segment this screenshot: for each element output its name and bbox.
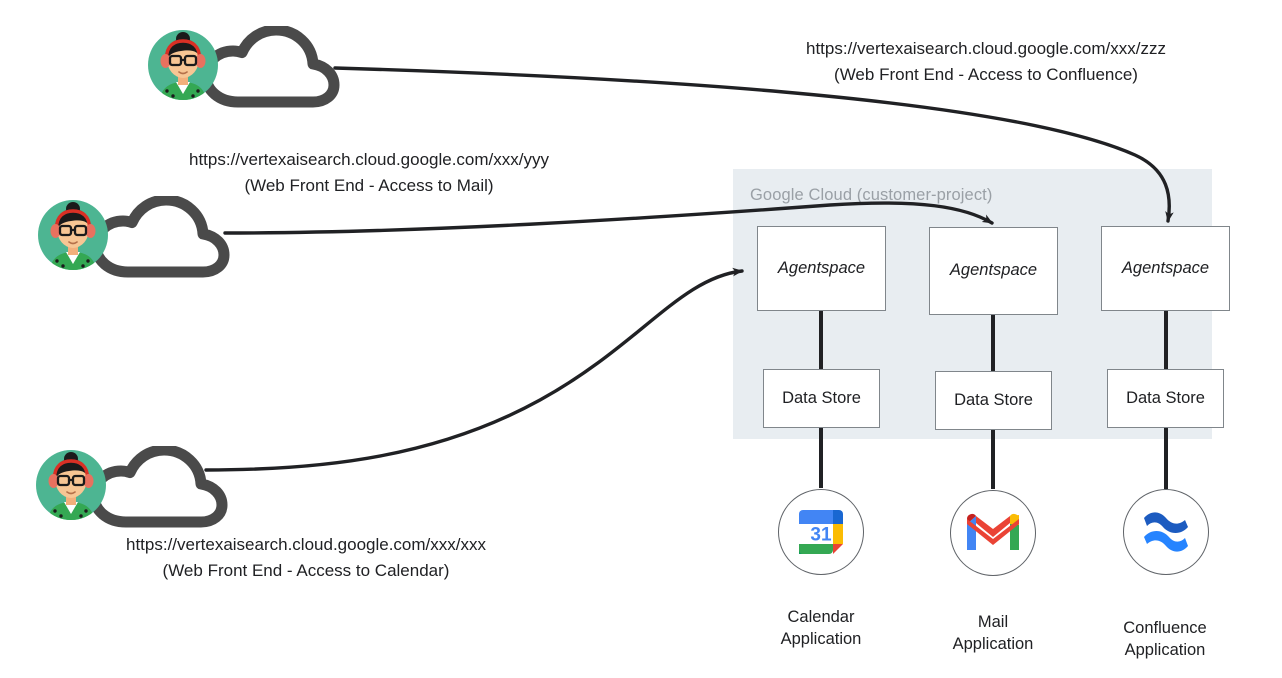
agentspace-label: Agentspace <box>1121 258 1210 277</box>
confluence-icon <box>1144 512 1188 552</box>
app-caption-line2: Application <box>952 634 1034 653</box>
datastore-box-mail[interactable]: Data Store <box>935 371 1052 430</box>
datastore-label: Data Store <box>782 388 861 407</box>
agentspace-label: Agentspace <box>777 258 866 277</box>
app-caption-confluence: Confluence Application <box>1070 618 1260 662</box>
google-cloud-region-label: Google Cloud (customer-project) <box>750 186 993 204</box>
url-subtitle: (Web Front End - Access to Confluence) <box>834 65 1138 85</box>
calendar-day-number: 31 <box>810 525 832 546</box>
agentspace-box-calendar[interactable]: Agentspace <box>757 226 886 311</box>
gmail-icon <box>967 514 1019 550</box>
cloud-glyph <box>200 26 340 108</box>
user-node-calendar <box>36 442 228 538</box>
app-caption-line1: Confluence <box>1123 619 1207 637</box>
url-subtitle: (Web Front End - Access to Mail) <box>244 176 494 196</box>
agentspace-box-confluence[interactable]: Agentspace <box>1101 226 1230 311</box>
agentspace-box-mail[interactable]: Agentspace <box>929 227 1058 315</box>
app-caption-line2: Application <box>780 629 862 648</box>
url-text: https://vertexaisearch.cloud.google.com/… <box>126 535 486 554</box>
datastore-box-confluence[interactable]: Data Store <box>1107 369 1224 428</box>
app-caption-line1: Mail <box>977 613 1009 631</box>
user-avatar <box>148 30 218 100</box>
url-text: https://vertexaisearch.cloud.google.com/… <box>189 150 549 169</box>
app-caption-line1: Calendar <box>787 608 855 626</box>
arrow-user-calendar <box>204 267 744 472</box>
url-annotation-confluence: https://vertexaisearch.cloud.google.com/… <box>806 36 1166 89</box>
app-caption-calendar: Calendar Application <box>726 607 916 651</box>
user-avatar <box>36 450 106 520</box>
app-caption-line2: Application <box>1124 640 1206 659</box>
cloud-glyph <box>90 196 230 278</box>
datastore-label: Data Store <box>954 390 1033 409</box>
app-circle-confluence[interactable] <box>1123 489 1209 575</box>
url-annotation-calendar: https://vertexaisearch.cloud.google.com/… <box>126 532 486 585</box>
agentspace-label: Agentspace <box>949 261 1038 280</box>
cloud-glyph <box>88 446 228 528</box>
app-circle-mail[interactable] <box>950 490 1036 576</box>
google-calendar-icon: 31 <box>799 510 843 554</box>
url-subtitle: (Web Front End - Access to Calendar) <box>162 561 450 581</box>
user-node-mail <box>38 192 230 288</box>
url-text: https://vertexaisearch.cloud.google.com/… <box>806 39 1166 58</box>
user-node-confluence <box>148 22 340 118</box>
user-avatar <box>38 200 108 270</box>
datastore-label: Data Store <box>1126 388 1205 407</box>
app-caption-mail: Mail Application <box>898 612 1088 656</box>
app-circle-calendar[interactable]: 31 <box>778 489 864 575</box>
url-annotation-mail: https://vertexaisearch.cloud.google.com/… <box>189 147 549 200</box>
datastore-box-calendar[interactable]: Data Store <box>763 369 880 428</box>
